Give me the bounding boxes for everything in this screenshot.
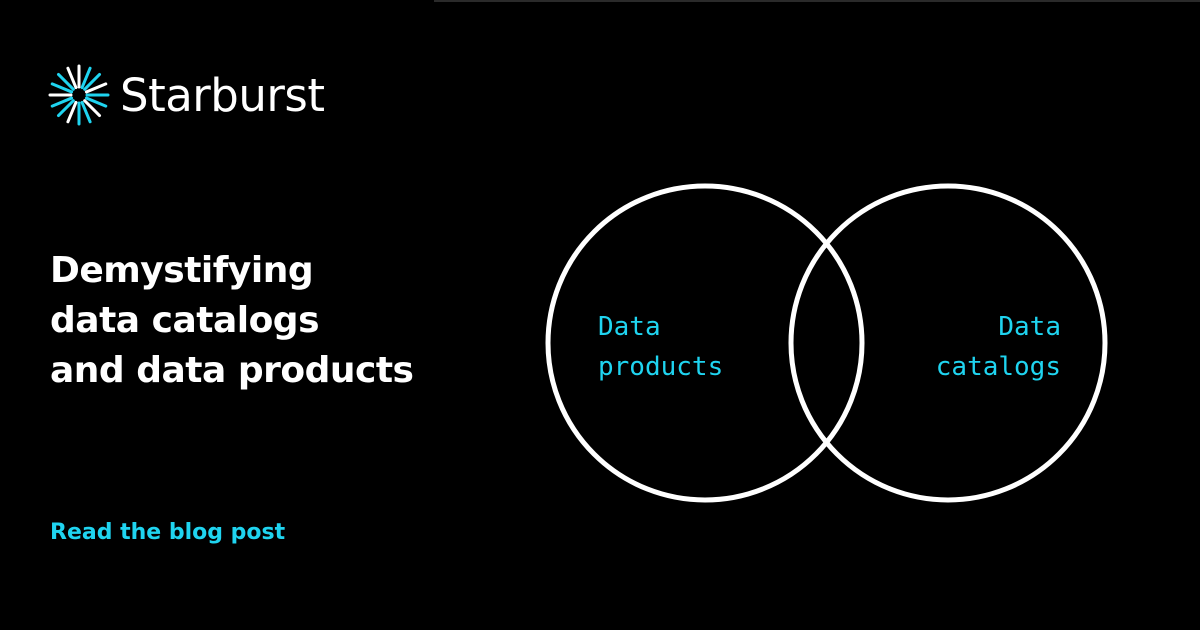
logo-ray [80, 100, 92, 124]
logo-ray [66, 100, 78, 124]
brand-logo[interactable]: Starburst [48, 60, 325, 130]
starburst-logo-icon [48, 64, 110, 126]
venn-label-data-catalogs-line-2: catalogs [936, 352, 1061, 382]
logo-ray [83, 99, 102, 118]
headline-line-2: data catalogs [50, 300, 320, 341]
top-divider [434, 0, 1200, 2]
venn-label-data-catalogs-line-1: Data [998, 312, 1061, 342]
logo-ray [56, 72, 75, 91]
venn-circle-data-products [545, 183, 865, 503]
read-blog-post-link[interactable]: Read the blog post [50, 520, 286, 545]
venn-label-data-products-line-1: Data [598, 312, 661, 342]
headline: Demystifying data catalogs and data prod… [50, 246, 414, 396]
logo-ray [84, 96, 108, 108]
logo-ray [83, 72, 102, 91]
venn-diagram: Data products Data catalogs [545, 183, 1108, 503]
venn-circle-data-catalogs [788, 183, 1108, 503]
brand-wordmark: Starburst [120, 68, 325, 122]
headline-line-3: and data products [50, 350, 414, 391]
logo-ray [56, 99, 75, 118]
logo-ray [80, 66, 92, 90]
logo-ray [66, 66, 78, 90]
logo-ray [84, 82, 108, 94]
logo-ray [50, 96, 74, 108]
logo-ray [50, 82, 74, 94]
venn-label-data-products-line-2: products [598, 352, 723, 382]
headline-line-1: Demystifying [50, 250, 314, 291]
